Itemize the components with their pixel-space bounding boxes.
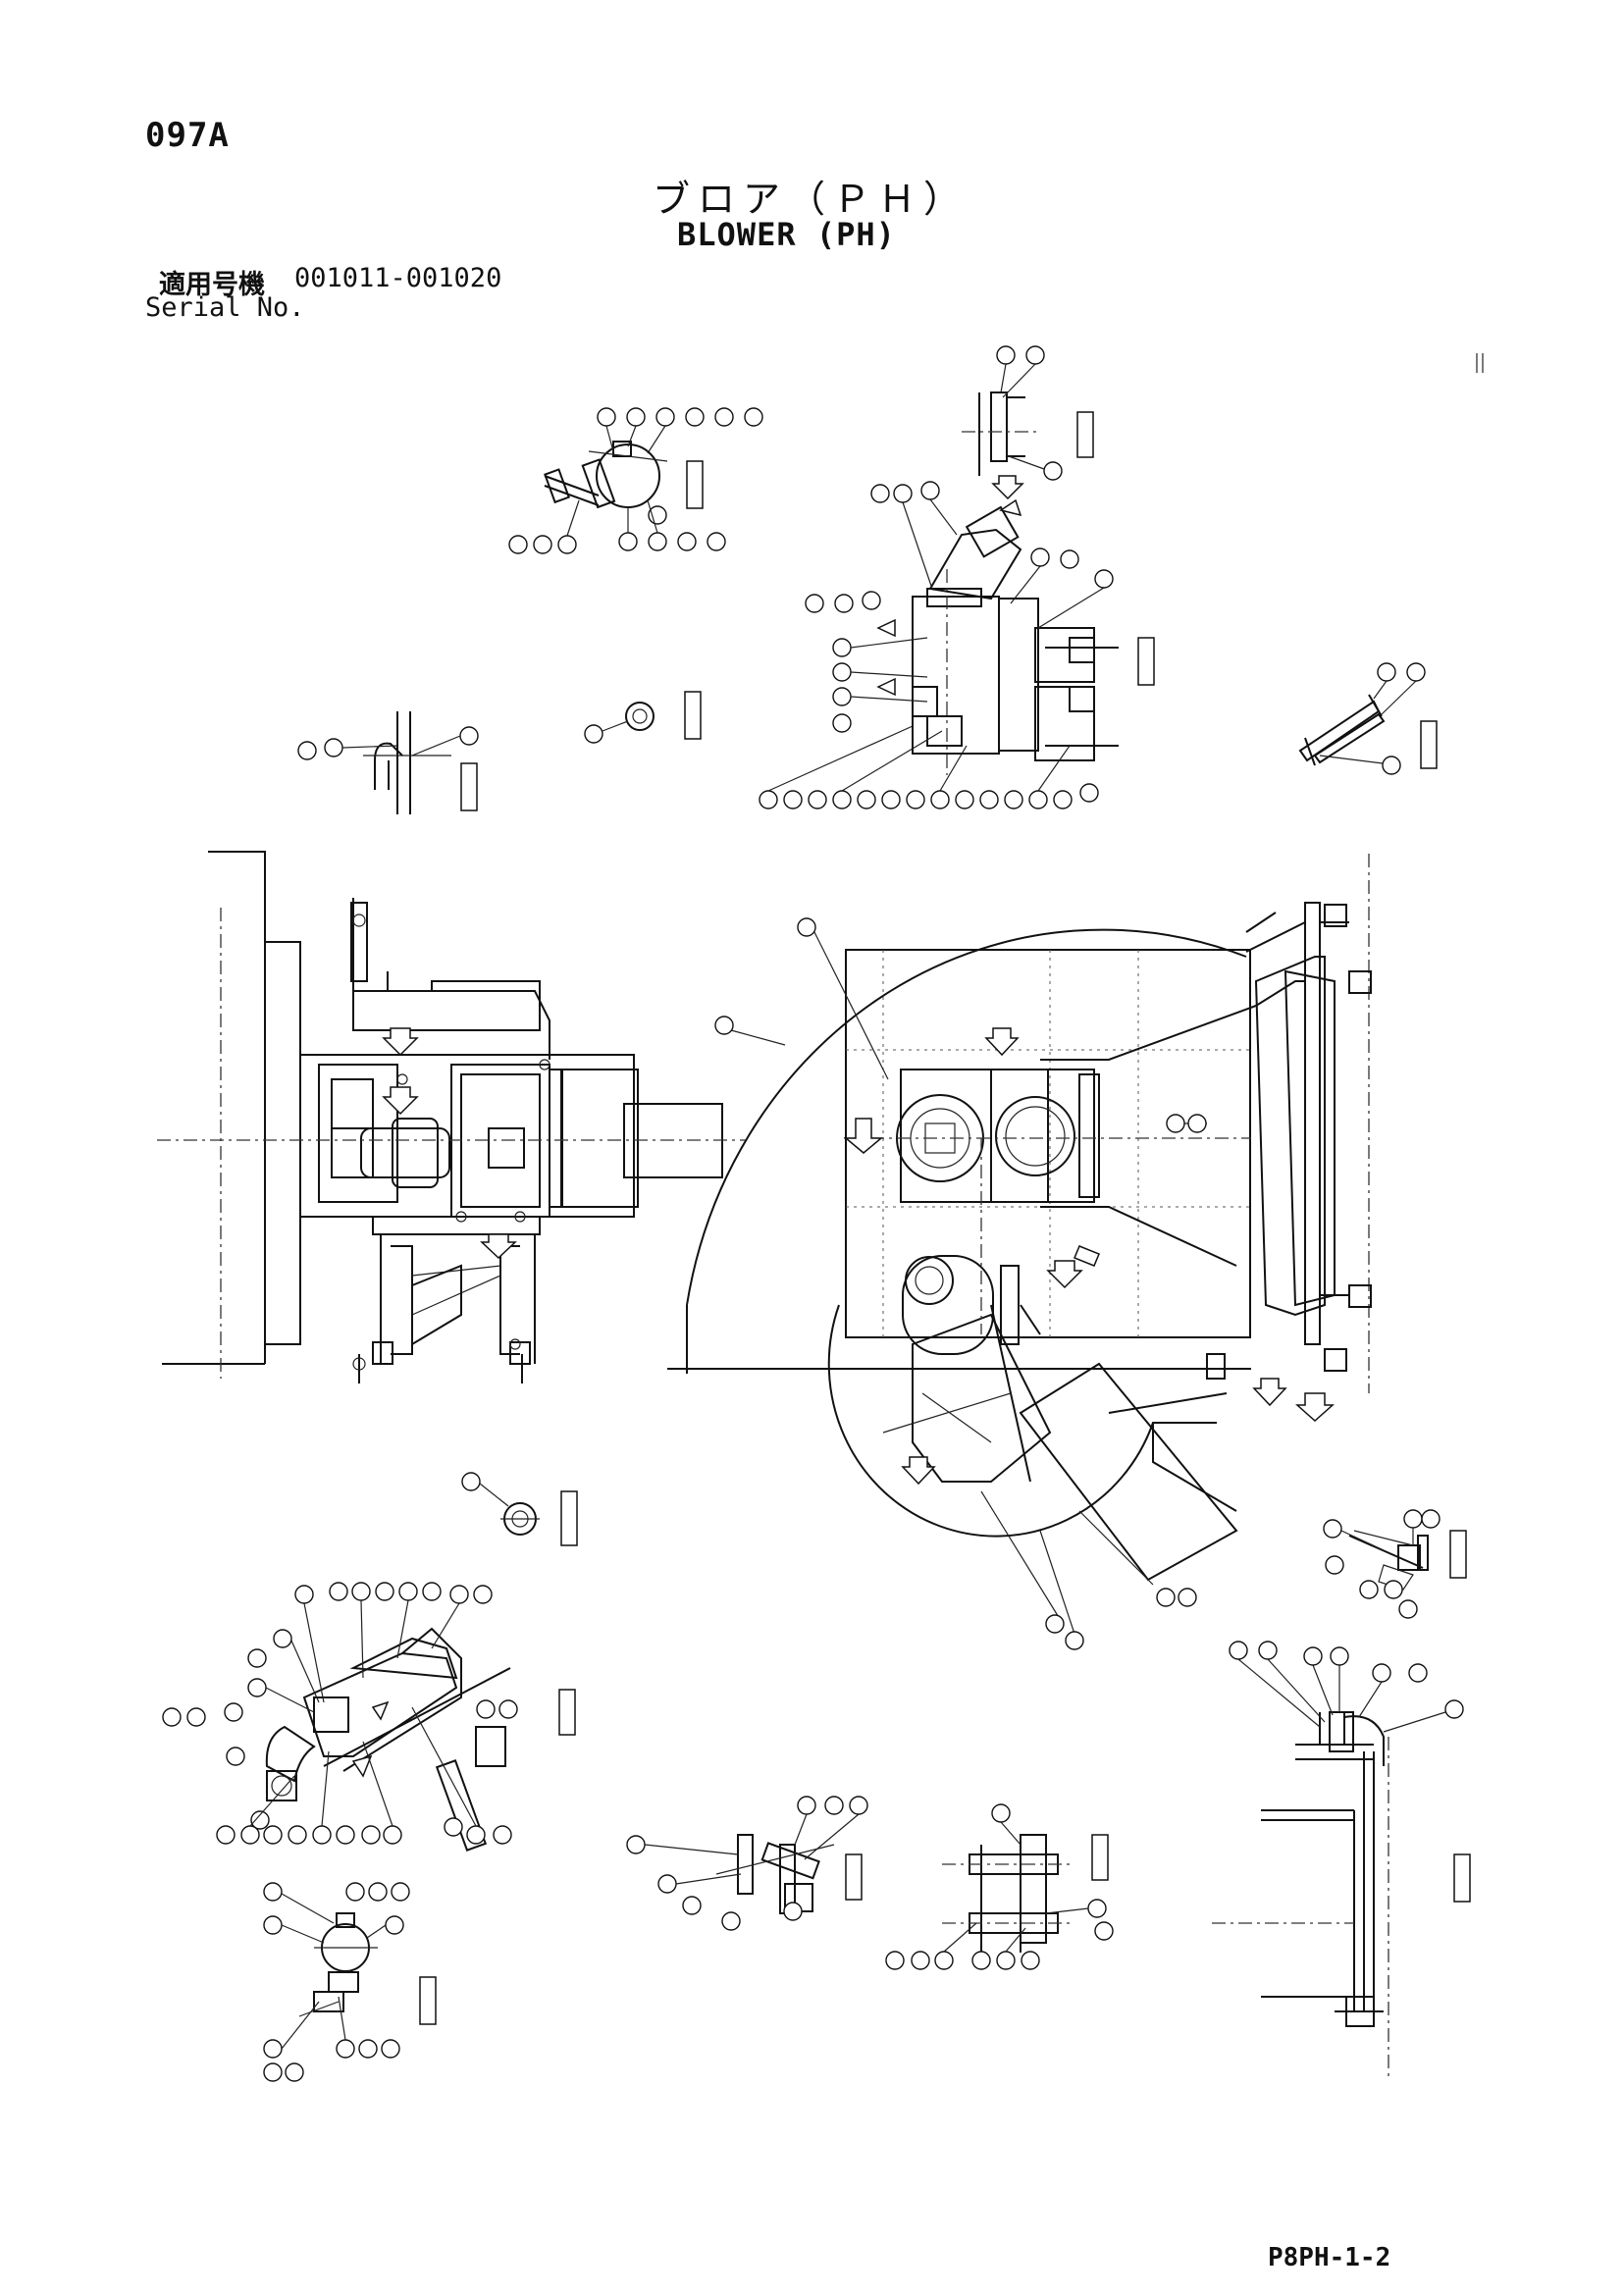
title-english: BLOWER (PH) bbox=[677, 216, 896, 253]
page-code: 097A bbox=[145, 116, 230, 155]
detail-view-b bbox=[265, 1627, 576, 1852]
detail-view-k bbox=[625, 691, 702, 740]
detail-view-g bbox=[1298, 694, 1438, 769]
serial-label-english: Serial No. bbox=[145, 292, 305, 323]
footer-page-code: P8PH-1-2 bbox=[1268, 2243, 1391, 2272]
detail-view-a bbox=[876, 498, 1155, 775]
corner-mark bbox=[1476, 353, 1484, 373]
detail-view-j bbox=[500, 1490, 578, 1546]
side-view bbox=[157, 851, 746, 1383]
title-japanese: ブロア（ＰＨ） bbox=[653, 178, 969, 221]
detail-view-f bbox=[1348, 1530, 1467, 1591]
detail-view-m bbox=[298, 1912, 437, 2025]
detail-view-i bbox=[363, 711, 478, 814]
serial-range: 001011-001020 bbox=[294, 263, 502, 293]
detail-view-h bbox=[1212, 1711, 1471, 2080]
detail-view-d bbox=[942, 1834, 1109, 1953]
front-view bbox=[667, 854, 1372, 1635]
detail-view-l bbox=[544, 441, 704, 509]
serial-label-japanese: 適用号機 bbox=[159, 270, 265, 300]
callout-bubbles bbox=[162, 345, 1464, 2082]
detail-view-c bbox=[962, 391, 1094, 500]
